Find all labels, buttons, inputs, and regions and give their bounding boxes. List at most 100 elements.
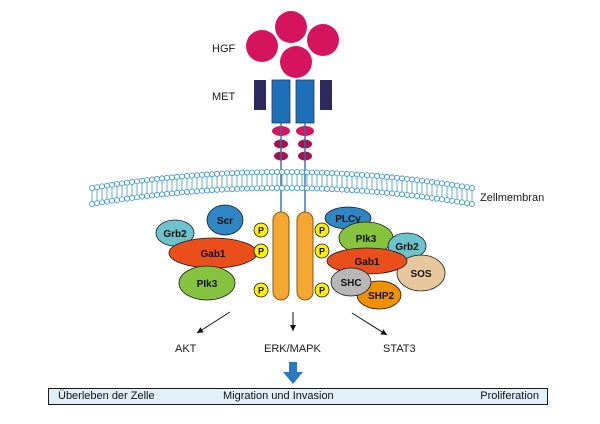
lipid-head [309, 169, 315, 176]
lipid-head [259, 185, 265, 192]
phospho-site: P [253, 243, 269, 259]
lipid-head [339, 170, 345, 177]
lipid-head [269, 169, 275, 175]
membrane-label: Zellmembran [480, 192, 544, 204]
met-inner-right [295, 79, 315, 124]
lipid-head [469, 185, 475, 191]
lipid-head [184, 189, 190, 195]
gab1-right-label: Gab1 [354, 257, 379, 268]
shp2-label: SHP2 [368, 291, 395, 302]
lipid-head [209, 171, 215, 178]
right-adapter-cluster: PLCγ PIk3 Grb2 SOS Gab1 SHP2 SHC [324, 206, 446, 310]
lipid-head [299, 169, 305, 176]
lipid-head [249, 169, 255, 176]
lipid-head [434, 179, 440, 186]
phospho-label: P [258, 286, 264, 296]
phospho-label: P [319, 286, 325, 296]
lipid-head [429, 179, 435, 185]
lipid-head [139, 177, 145, 184]
lipid-head [304, 185, 310, 192]
lipid-head [199, 171, 205, 178]
pik3-left-label: PIk3 [197, 279, 218, 290]
outcome-proliferation: Proliferation [480, 390, 539, 402]
phospho-site: P [253, 222, 269, 238]
phospho-site: P [314, 222, 330, 238]
sos-label: SOS [410, 269, 431, 280]
lipid-head [444, 197, 450, 204]
lipid-head [409, 192, 415, 199]
met-inner-left [271, 79, 291, 124]
lipid-head [124, 195, 130, 202]
lipid-head [219, 186, 225, 193]
lipid-head [389, 174, 395, 181]
lipid-head [464, 184, 470, 191]
lipid-head [239, 169, 245, 176]
lipid-head [444, 181, 450, 188]
lipid-head [424, 194, 430, 201]
sos-node [396, 254, 446, 292]
pik3-left-node [178, 265, 236, 301]
phospho-label: P [319, 226, 325, 236]
lipid-head [384, 173, 390, 180]
lipid-head [174, 189, 180, 196]
hgf-molecule [280, 46, 312, 78]
lipid-head [324, 185, 330, 192]
lipid-head [354, 171, 360, 178]
lipid-head [294, 169, 300, 176]
lipid-head [179, 173, 185, 180]
lipid-head [229, 170, 235, 177]
lipid-head [409, 176, 415, 183]
lipid-head [324, 169, 330, 176]
lipid-head [319, 185, 325, 192]
lipid-head [399, 191, 405, 198]
lipid-head [119, 196, 125, 203]
lipid-head [464, 200, 470, 207]
lipid-head [454, 198, 460, 205]
lipid-head [309, 185, 315, 192]
phospho-label: P [319, 247, 325, 257]
lipid-head [349, 187, 355, 194]
lipid-head [204, 171, 210, 178]
lipid-head [244, 185, 250, 192]
phospho-sites: P P P P P P [253, 222, 330, 298]
met-outer-left [254, 80, 266, 110]
lipid-head [329, 170, 335, 177]
lipid-head [129, 179, 135, 185]
lipid-head [334, 186, 340, 193]
lipid-head [429, 195, 435, 201]
lipid-head [99, 199, 105, 206]
grb2-right-label: Grb2 [395, 242, 419, 253]
phospho-label: P [258, 226, 264, 236]
lipid-head [164, 174, 170, 181]
lipid-head [199, 187, 205, 194]
lipid-head [349, 171, 355, 178]
lipid-head [229, 186, 235, 193]
lipid-head [109, 181, 115, 188]
met-kinase-right [296, 211, 314, 301]
akt-label: AKT [175, 343, 197, 355]
lipid-head [379, 189, 385, 196]
lipid-head [179, 189, 185, 196]
lipid-head [459, 199, 465, 206]
lipid-head [364, 188, 370, 195]
lipid-head [314, 169, 320, 176]
lipid-head [114, 197, 120, 204]
lipid-head [169, 190, 175, 197]
lipid-head [239, 185, 245, 192]
lipid-head [144, 177, 150, 184]
hgf-molecule [246, 30, 278, 62]
lipid-head [144, 193, 150, 200]
lipid-head [369, 188, 375, 195]
lipid-head [354, 187, 360, 194]
lipid-head [434, 195, 440, 202]
lipid-head [174, 173, 180, 180]
phospho-site: P [253, 282, 269, 298]
lipid-head [124, 179, 130, 186]
lipid-head [359, 171, 365, 178]
lipid-head [164, 190, 170, 197]
plcg-label: PLCγ [335, 214, 361, 225]
lipid-head [379, 173, 385, 180]
lipid-head [424, 178, 430, 185]
lipid-head [274, 169, 280, 175]
